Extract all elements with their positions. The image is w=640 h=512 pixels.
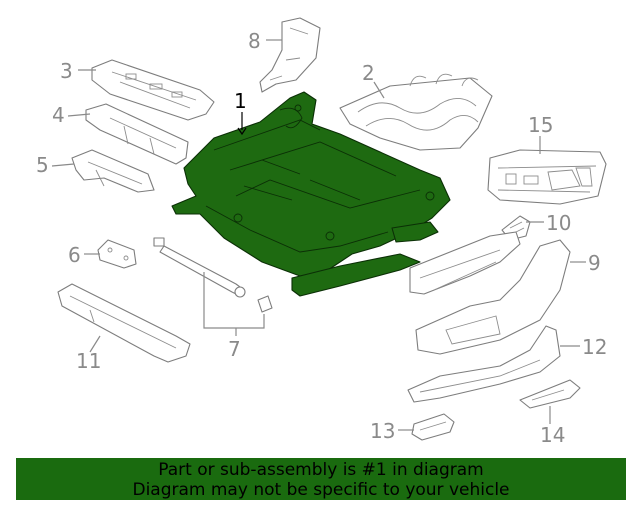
leader-11 [89,335,101,353]
part-11-front-cover[interactable] [57,283,191,363]
parts-diagram: 1 2 3 4 5 6 7 8 9 10 11 12 13 14 15 [36,17,607,447]
callout-4[interactable]: 4 [52,103,65,127]
leader-1-arrow [237,127,247,136]
part-1-seat-frame[interactable] [171,91,451,297]
part-12-lower-trim[interactable] [407,325,561,403]
part-9-side-shield[interactable] [409,231,571,355]
callout-2[interactable]: 2 [362,61,375,85]
callout-7[interactable]: 7 [228,337,241,361]
part-4-bracket[interactable] [85,103,189,165]
banner-line-2: Diagram may not be specific to your vehi… [132,480,510,500]
callout-1[interactable]: 1 [234,89,247,113]
callout-9[interactable]: 9 [588,251,601,275]
part-14-trim-piece[interactable] [519,379,581,409]
callout-12[interactable]: 12 [582,335,607,359]
callout-13[interactable]: 13 [370,419,395,443]
part-6-clip-bracket[interactable] [97,239,137,269]
banner-line-1: Part or sub-assembly is #1 in diagram [158,460,484,480]
leader-7 [203,272,265,329]
callout-6[interactable]: 6 [68,243,81,267]
part-5-lower-bracket[interactable] [71,149,155,193]
part-3-seat-pad[interactable] [91,59,215,121]
callout-14[interactable]: 14 [540,423,565,447]
part-7-wire-harness[interactable] [153,237,273,313]
part-8-trim-cover[interactable] [259,17,321,93]
leader-2 [373,81,385,99]
part-2-spring-mat[interactable] [339,73,493,151]
callout-10[interactable]: 10 [546,211,571,235]
callout-5[interactable]: 5 [36,153,49,177]
leader-5 [51,163,75,167]
callout-11[interactable]: 11 [76,349,101,373]
part-13-clip[interactable] [411,413,455,441]
callout-15[interactable]: 15 [528,113,553,137]
part-15-switch-module[interactable] [487,149,607,205]
leader-4 [67,113,91,117]
info-banner: Part or sub-assembly is #1 in diagram Di… [16,458,626,500]
callout-3[interactable]: 3 [60,59,73,83]
callout-8[interactable]: 8 [248,29,261,53]
